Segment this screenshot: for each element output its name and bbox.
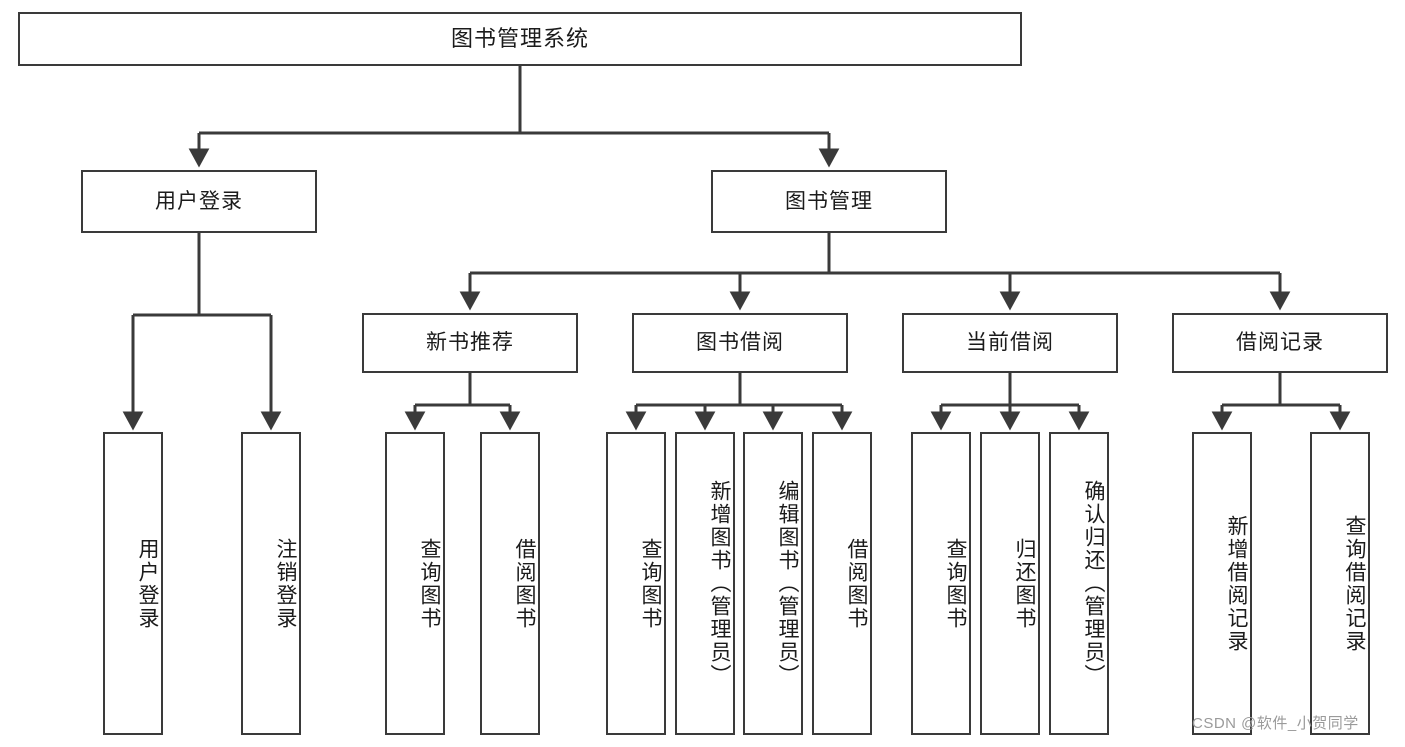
leaf-borrow-record-query[interactable]: 查询借阅记录 [1310, 432, 1370, 735]
node-label: 图书管理 [785, 189, 873, 213]
node-label: 用户登录 [155, 189, 243, 213]
node-label: 新增借阅记录 [1225, 514, 1248, 653]
node-label: 借阅记录 [1236, 331, 1324, 355]
node-label: 用户登录 [136, 537, 159, 630]
leaf-book-borrow-add[interactable]: 新增图书（管理员） [675, 432, 735, 735]
node-user-login[interactable]: 用户登录 [81, 170, 317, 233]
node-label: 注销登录 [274, 537, 297, 630]
node-label: 查询借阅记录 [1343, 514, 1366, 653]
node-label: 查询图书 [418, 537, 441, 630]
leaf-book-borrow-query[interactable]: 查询图书 [606, 432, 666, 735]
leaf-current-borrow-query[interactable]: 查询图书 [911, 432, 971, 735]
node-label: 当前借阅 [966, 331, 1054, 355]
node-label: 新增图书（管理员） [708, 480, 731, 687]
node-label: 查询图书 [639, 537, 662, 630]
node-label: 查询图书 [944, 537, 967, 630]
leaf-user-login-signin[interactable]: 用户登录 [103, 432, 163, 735]
csdn-watermark: CSDN @软件_小贺同学 [1192, 715, 1359, 732]
leaf-book-borrow-lend[interactable]: 借阅图书 [812, 432, 872, 735]
node-current-borrow[interactable]: 当前借阅 [902, 313, 1118, 373]
node-new-book-recommend[interactable]: 新书推荐 [362, 313, 578, 373]
node-root-system[interactable]: 图书管理系统 [18, 12, 1022, 66]
node-label: 编辑图书（管理员） [776, 480, 799, 687]
node-label: 新书推荐 [426, 331, 514, 355]
node-label: 归还图书 [1013, 537, 1036, 630]
node-label: 确认归还（管理员） [1082, 480, 1105, 687]
leaf-user-login-signout[interactable]: 注销登录 [241, 432, 301, 735]
node-book-management[interactable]: 图书管理 [711, 170, 947, 233]
leaf-new-book-query[interactable]: 查询图书 [385, 432, 445, 735]
leaf-current-borrow-return[interactable]: 归还图书 [980, 432, 1040, 735]
leaf-book-borrow-edit[interactable]: 编辑图书（管理员） [743, 432, 803, 735]
node-book-borrow[interactable]: 图书借阅 [632, 313, 848, 373]
node-label: 图书借阅 [696, 331, 784, 355]
node-borrow-record[interactable]: 借阅记录 [1172, 313, 1388, 373]
leaf-borrow-record-add[interactable]: 新增借阅记录 [1192, 432, 1252, 735]
leaf-new-book-borrow[interactable]: 借阅图书 [480, 432, 540, 735]
leaf-current-borrow-confirm-return[interactable]: 确认归还（管理员） [1049, 432, 1109, 735]
node-label: 借阅图书 [845, 537, 868, 630]
node-label: 图书管理系统 [450, 25, 589, 51]
node-label: 借阅图书 [513, 537, 536, 630]
